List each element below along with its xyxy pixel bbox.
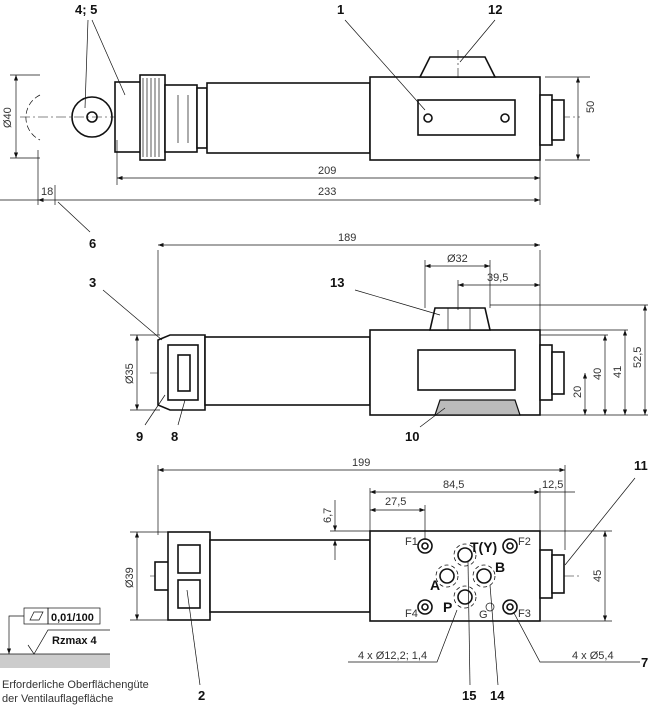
callout-15: 15 — [462, 688, 476, 703]
callout-12: 12 — [488, 2, 502, 17]
dim-84-5: 84,5 — [443, 479, 464, 491]
dim-20: 20 — [572, 386, 584, 398]
dim-50: 50 — [585, 101, 597, 113]
surface-quality-note: 0,01/100 Rzmax 4 Erforderliche Oberfläch… — [0, 607, 149, 705]
port-G: G — [479, 609, 488, 621]
note-port-holes: 4 x Ø12,2; 1,4 — [358, 650, 427, 662]
port-A: A — [430, 577, 440, 593]
callout-8: 8 — [171, 429, 178, 444]
note-fixing-holes: 4 x Ø5,4 — [572, 650, 614, 662]
dim-27-5: 27,5 — [385, 496, 406, 508]
callout-13: 13 — [330, 275, 344, 290]
callout-3: 3 — [89, 275, 96, 290]
dim-d40: Ø40 — [2, 107, 14, 128]
dim-d32: Ø32 — [447, 253, 468, 265]
flatness-tolerance: 0,01/100 — [51, 612, 94, 624]
base-plate — [434, 399, 521, 416]
callout-1: 1 — [337, 2, 344, 17]
dim-199: 199 — [352, 457, 370, 469]
side-view: 189 Ø32 39,5 Ø35 20 40 41 52,5 3 13 9 8 … — [89, 232, 648, 444]
scale-ring — [164, 84, 198, 153]
dim-40: 40 — [592, 368, 604, 380]
fixing-F4: F4 — [405, 608, 418, 620]
cap — [418, 56, 497, 78]
dim-12-5: 12,5 — [542, 479, 563, 491]
dim-189: 189 — [338, 232, 356, 244]
dim-41: 41 — [612, 366, 624, 378]
fixing-F3: F3 — [518, 608, 531, 620]
dim-d39: Ø39 — [124, 567, 136, 588]
dim-45: 45 — [592, 570, 604, 582]
dim-209: 209 — [318, 165, 336, 177]
cylinder-body — [206, 82, 371, 154]
dim-d35: Ø35 — [124, 363, 136, 384]
callout-14: 14 — [490, 688, 505, 703]
port-P: P — [443, 599, 452, 615]
callout-6: 6 — [89, 236, 96, 251]
callout-2: 2 — [198, 688, 205, 703]
callout-9: 9 — [136, 429, 143, 444]
bottom-view: T(Y) A B P G F1 F2 F3 F4 199 84,5 12,5 2… — [124, 457, 648, 703]
port-B: B — [495, 559, 505, 575]
callout-10: 10 — [405, 429, 419, 444]
handwheel-eye — [71, 96, 113, 138]
callout-7: 7 — [641, 655, 648, 670]
dim-6-7: 6,7 — [322, 508, 334, 523]
nameplate — [417, 99, 516, 136]
mounting-face — [369, 530, 541, 622]
caption-line-1: Erforderliche Oberflächengüte — [2, 679, 149, 691]
fixing-F2: F2 — [518, 536, 531, 548]
top-view: Ø40 50 209 233 18 4; 5 1 12 6 — [0, 2, 597, 251]
dim-52-5: 52,5 — [632, 347, 644, 368]
callout-11: 11 — [634, 458, 648, 473]
fixing-F1: F1 — [405, 536, 418, 548]
port-T: T(Y) — [470, 539, 497, 555]
dim-233: 233 — [318, 186, 336, 198]
roughness-value: Rzmax 4 — [52, 635, 98, 647]
hex-nut — [428, 307, 492, 331]
dim-18: 18 — [41, 186, 53, 198]
dim-39-5: 39,5 — [487, 272, 508, 284]
callout-4-5: 4; 5 — [75, 2, 97, 17]
caption-line-2: der Ventilauflagefläche — [2, 693, 113, 705]
